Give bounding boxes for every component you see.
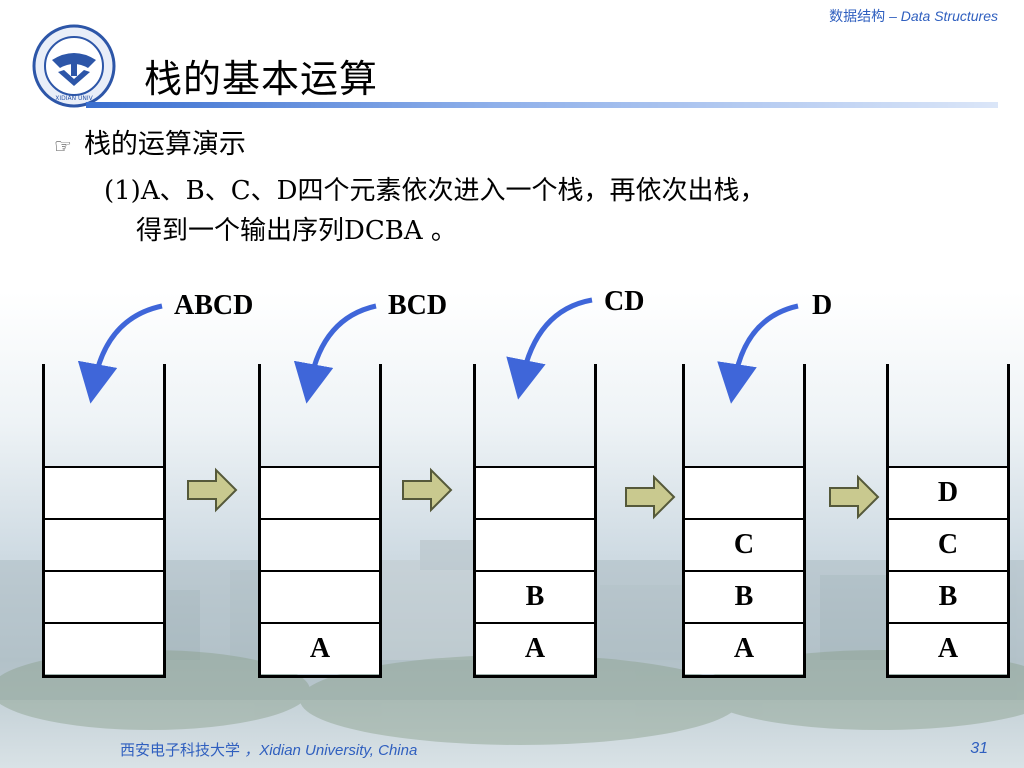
page-number: 31 [970,740,988,757]
stack-state-2: A [258,364,382,678]
input-label: BCD [388,290,448,321]
stack-cell [476,466,594,518]
stack-state-4: C B A [682,364,806,678]
page-title: 栈的基本运算 [144,57,379,101]
stack-cell: B [685,570,803,622]
input-label: D [812,290,833,321]
description-line-1: (1)A、B、C、D四个元素依次进入一个栈，再依次出栈， [104,176,766,206]
stack-cell: D [889,466,1007,518]
stack-cell: A [889,622,1007,674]
stack-cell: C [889,518,1007,570]
course-name-cn: 数据结构 [829,8,886,24]
stack-cell [261,518,379,570]
stack-cell [685,466,803,518]
stack-cell: B [889,570,1007,622]
stack-cell: B [476,570,594,622]
stack-cell: A [685,622,803,674]
course-name-en: – Data Structures [889,8,998,24]
course-header: 数据结构 – Data Structures [829,6,998,26]
stack-cell: C [685,518,803,570]
stack-state-5: D C B A [886,364,1010,678]
stack-cell [476,518,594,570]
footer-university-en: ，Xidian University, China [244,742,418,759]
stack-state-3: B A [473,364,597,678]
university-logo: XIDIAN UNIV [32,24,116,108]
input-label: ABCD [174,290,254,321]
input-label: CD [604,286,645,317]
svg-text:XIDIAN UNIV: XIDIAN UNIV [55,95,93,102]
pointing-hand-icon: ☞ [54,134,72,158]
stack-cell [261,466,379,518]
description-line-2: 得到一个输出序列DCBA 。 [136,216,457,246]
stack-cell [45,622,163,674]
stack-cell [45,466,163,518]
stack-cell: A [261,622,379,674]
footer-university: 西安电子科技大学 ，Xidian University, China [120,739,417,760]
footer-university-cn: 西安电子科技大学 [120,742,241,759]
section-bullet: ☞ 栈的运算演示 [54,122,246,161]
title-underline [86,102,998,108]
stack-cell [45,570,163,622]
stack-state-1 [42,364,166,678]
stack-cell [45,518,163,570]
stack-cell [261,570,379,622]
bullet-text: 栈的运算演示 [83,129,246,160]
stack-cell: A [476,622,594,674]
